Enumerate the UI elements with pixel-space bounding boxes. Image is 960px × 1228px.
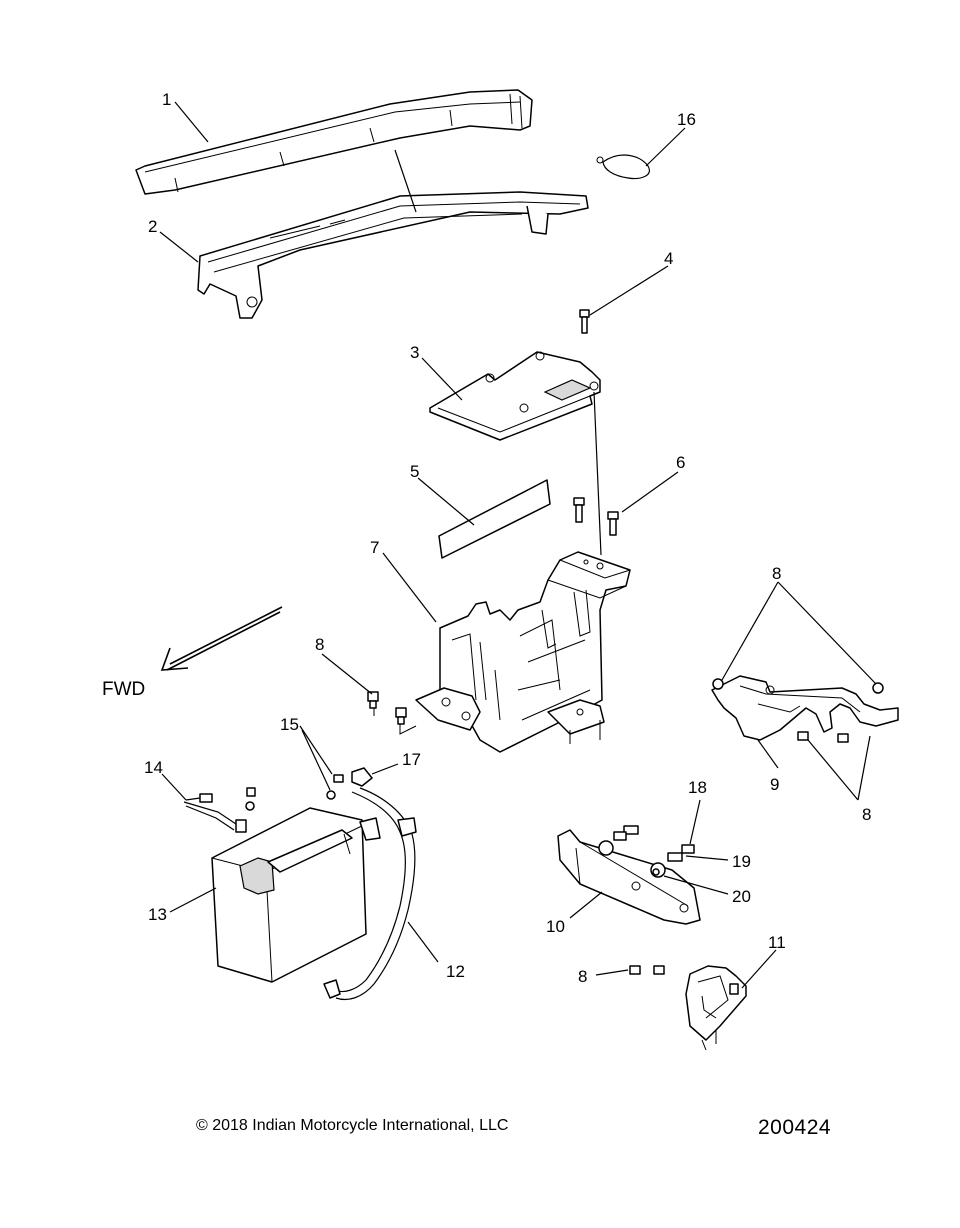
callout-9: 9	[770, 775, 779, 794]
callout-2: 2	[148, 217, 157, 236]
part-16-clamp	[596, 154, 650, 180]
fwd-label: FWD	[102, 679, 145, 700]
callout-8-bottom: 8	[578, 967, 587, 986]
part-17-terminal-cover	[351, 767, 373, 787]
part-11-bracket	[629, 965, 747, 1051]
callout-5: 5	[410, 462, 419, 481]
part-7-battery-box	[415, 551, 631, 753]
callout-16: 16	[677, 110, 696, 129]
callout-15: 15	[280, 715, 299, 734]
part-4-bolt	[579, 309, 590, 334]
callout-8-right: 8	[862, 805, 871, 824]
part-12-cable	[323, 787, 417, 1001]
callout-8-top-right: 8	[772, 564, 781, 583]
part-3-lid	[429, 351, 601, 441]
part-14-cable	[183, 787, 256, 833]
callout-7: 7	[370, 538, 379, 557]
callout-labels: 1 16 2 4 3 5 6 7 8 8 FWD 15 17 14 9 18 8…	[102, 90, 871, 986]
callout-19: 19	[732, 852, 751, 871]
callout-11: 11	[768, 933, 786, 952]
part-8-bolts-left	[367, 691, 417, 735]
part-6-bolts	[573, 497, 619, 536]
part-13-battery	[211, 807, 367, 983]
callout-8-left: 8	[315, 635, 324, 654]
copyright-notice: © 2018 Indian Motorcycle International, …	[196, 1117, 509, 1134]
callout-3: 3	[410, 343, 419, 362]
callout-4: 4	[664, 249, 673, 268]
callout-14: 14	[144, 758, 163, 777]
part-1-cover	[135, 89, 533, 195]
callout-20: 20	[732, 887, 751, 906]
part-10-bracket	[557, 825, 701, 925]
part-9-bracket	[711, 675, 899, 743]
leader-lines	[159, 101, 877, 989]
callout-1: 1	[162, 90, 171, 109]
callout-10: 10	[546, 917, 565, 936]
part-2-rail-tray	[197, 191, 589, 319]
diagram-number: 200424	[758, 1116, 832, 1139]
part-5-strip	[438, 479, 551, 559]
callout-18: 18	[688, 778, 707, 797]
callout-12: 12	[446, 962, 465, 981]
part-15-hardware	[326, 774, 344, 800]
parts-18-20-hardware	[650, 844, 695, 878]
callout-17: 17	[402, 750, 421, 769]
callout-6: 6	[676, 453, 685, 472]
callout-13: 13	[148, 905, 167, 924]
fwd-arrow	[160, 606, 283, 671]
